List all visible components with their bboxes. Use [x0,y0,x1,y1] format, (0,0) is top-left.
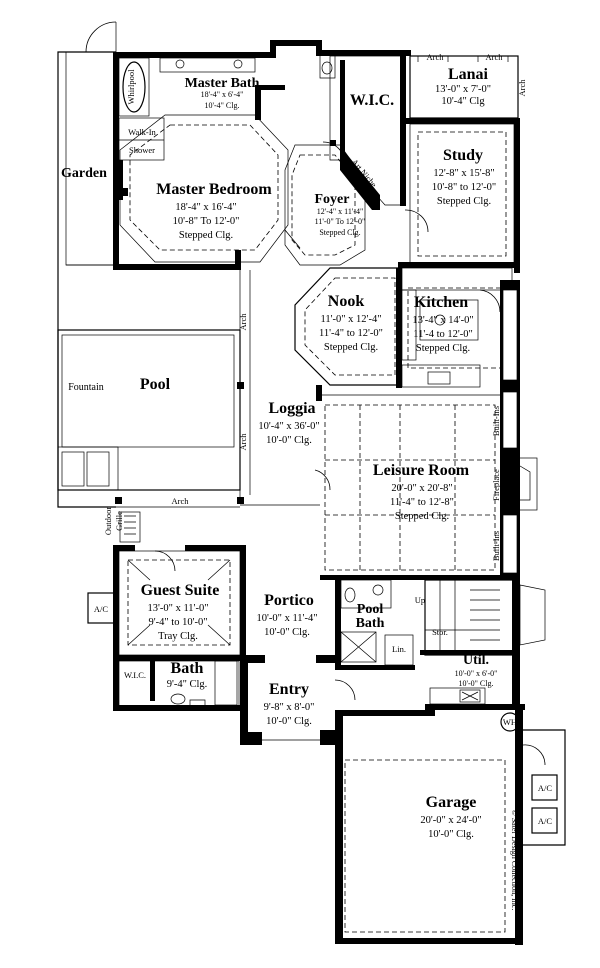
bath-name: Bath [171,660,204,677]
master-bedroom-ceiling [119,114,289,263]
ac-guest: A/C [94,604,109,614]
util-name: Util. [463,653,489,668]
guest-bath [113,660,248,711]
copyright-notice: © Sater Design Collection, Inc. [510,810,519,911]
walk-in-shower-line2: Shower [129,145,155,155]
stairs-util [420,575,546,710]
portico-entry [240,655,356,745]
built-ins-1: Built-Ins [491,406,501,436]
pool-area [57,265,244,508]
lanai-name: Lanai [448,66,489,83]
lanai-arch-1: Arch [427,52,445,62]
pool-bath-line1: Pool [357,602,384,617]
garden-name: Garden [61,166,107,181]
loggia-arch-2: Arch [238,433,248,451]
kitchen-name: Kitchen [414,294,468,311]
nook-name: Nook [328,293,365,310]
foyer-size: 12'-4" x 11'-4" [317,207,363,216]
garage-walls [335,710,566,945]
loggia-name: Loggia [268,400,315,417]
portico-ceiling: 10'-0" Clg. [264,627,310,638]
leisure-room-size: 20'-0" x 20'-8" [391,483,452,494]
entry-ceiling: 10'-0" Clg. [266,716,312,727]
entry-size: 9'-8" x 8'-0" [264,702,315,713]
nook-size: 11'-0" x 12'-4" [321,314,382,325]
guest-suite-ceiling: 9'-4" to 10'-0" [148,617,207,628]
loggia-arch-1: Arch [238,313,248,331]
study-ceiling: 10'-8" to 12'-0" [432,182,496,193]
lanai-arch-2: Arch [486,52,504,62]
outdoor-grille [119,511,141,543]
portico-name: Portico [264,592,314,609]
whirlpool-label: Whirlpool [126,69,136,105]
study-ceiling2: Stepped Clg. [437,196,491,207]
stor-label: Stor. [432,627,448,637]
nook-kitchen-walls [294,267,520,390]
loggia-size: 10'-4" x 36'-0" [258,421,319,432]
leisure-room-ceiling: 11'-4" to 12'-8" [390,497,454,508]
guest-suite-size: 13'-0" x 11'-0" [148,603,209,614]
kitchen-ceiling: 11'-4 to 12'-0" [413,329,473,340]
master-bedroom-size: 18'-4" x 16'-4" [175,202,236,213]
util-size: 10'-0" x 6'-0" [455,669,498,678]
master-bath-fixtures [118,56,336,161]
study-name: Study [443,147,483,164]
lanai-size: 13'-0" x 7'-0" [435,84,491,95]
ac-garage-2: A/C [538,816,553,826]
lanai-study-walls [398,55,520,273]
loggia-outline [240,270,331,506]
kitchen-ceiling2: Stepped Clg. [416,343,470,354]
garage-name: Garage [426,794,477,811]
wic-top-name: W.I.C. [350,92,394,109]
loggia-ceiling: 10'-0" Clg. [266,435,312,446]
nook-ceiling: 11'-4" to 12'-0" [319,328,383,339]
foyer-ceiling2: Stepped Clg. [319,228,360,237]
pool-bath [335,579,415,670]
lanai-arch-3: Arch [517,79,527,97]
bath-ceiling: 9'-4" Clg. [167,679,208,690]
lanai-ceiling: 10'-4" Clg [441,96,485,107]
master-bath-name: Master Bath [185,76,260,91]
loggia-arch-3: Arch [172,496,190,506]
portico-size: 10'-0" x 11'-4" [257,613,318,624]
leisure-room-walls [316,385,538,580]
leisure-room-ceiling2: Stepped Clg. [395,511,449,522]
fountain-label: Fountain [68,382,104,393]
leisure-room-name: Leisure Room [373,462,470,479]
master-bedroom-name: Master Bedroom [156,181,272,198]
ac-garage-1: A/C [538,783,553,793]
outdoor-grille-line1: Outdoor [103,507,113,536]
entry-name: Entry [269,681,309,698]
nook-ceiling2: Stepped Clg. [324,342,378,353]
built-ins-2: Built-Ins [491,531,501,561]
garage-size: 20'-0" x 24'-0" [420,815,481,826]
guest-suite-ceiling2: Tray Clg. [158,631,198,642]
foyer-ceiling: 11'-0" To 12'-0" [315,217,366,226]
master-bath-size: 18'-4" x 6'-4" [201,90,244,99]
stairs-up-label: Up [415,595,425,605]
fireplace-label: Fireplace [491,469,501,501]
wic-top [329,55,406,210]
master-suite-walls [113,40,411,270]
kitchen-size: 13'-4" x 14'-0" [412,315,473,326]
master-bath-ceiling: 10'-4" Clg. [205,101,240,110]
pool-name: Pool [140,376,171,393]
util-ceiling: 10'-0" Clg. [459,679,494,688]
water-heater-label: WH [503,717,517,727]
guest-suite-walls [87,545,246,710]
outdoor-grille-line2: Grille [114,511,124,531]
lin-label: Lin. [392,644,406,654]
guest-suite-name: Guest Suite [141,582,220,599]
wic-guest-name: W.I.C. [124,670,146,680]
pool-bath-line2: Bath [356,616,385,631]
master-bedroom-ceiling2: Stepped Clg. [179,230,233,241]
foyer-name: Foyer [315,192,350,207]
walk-in-shower-line1: Walk-In [128,127,156,137]
master-bedroom-ceiling: 10'-8" To 12'-0" [173,216,240,227]
study-size: 12'-8" x 15'-8" [433,168,494,179]
garage-ceiling: 10'-0" Clg. [428,829,474,840]
